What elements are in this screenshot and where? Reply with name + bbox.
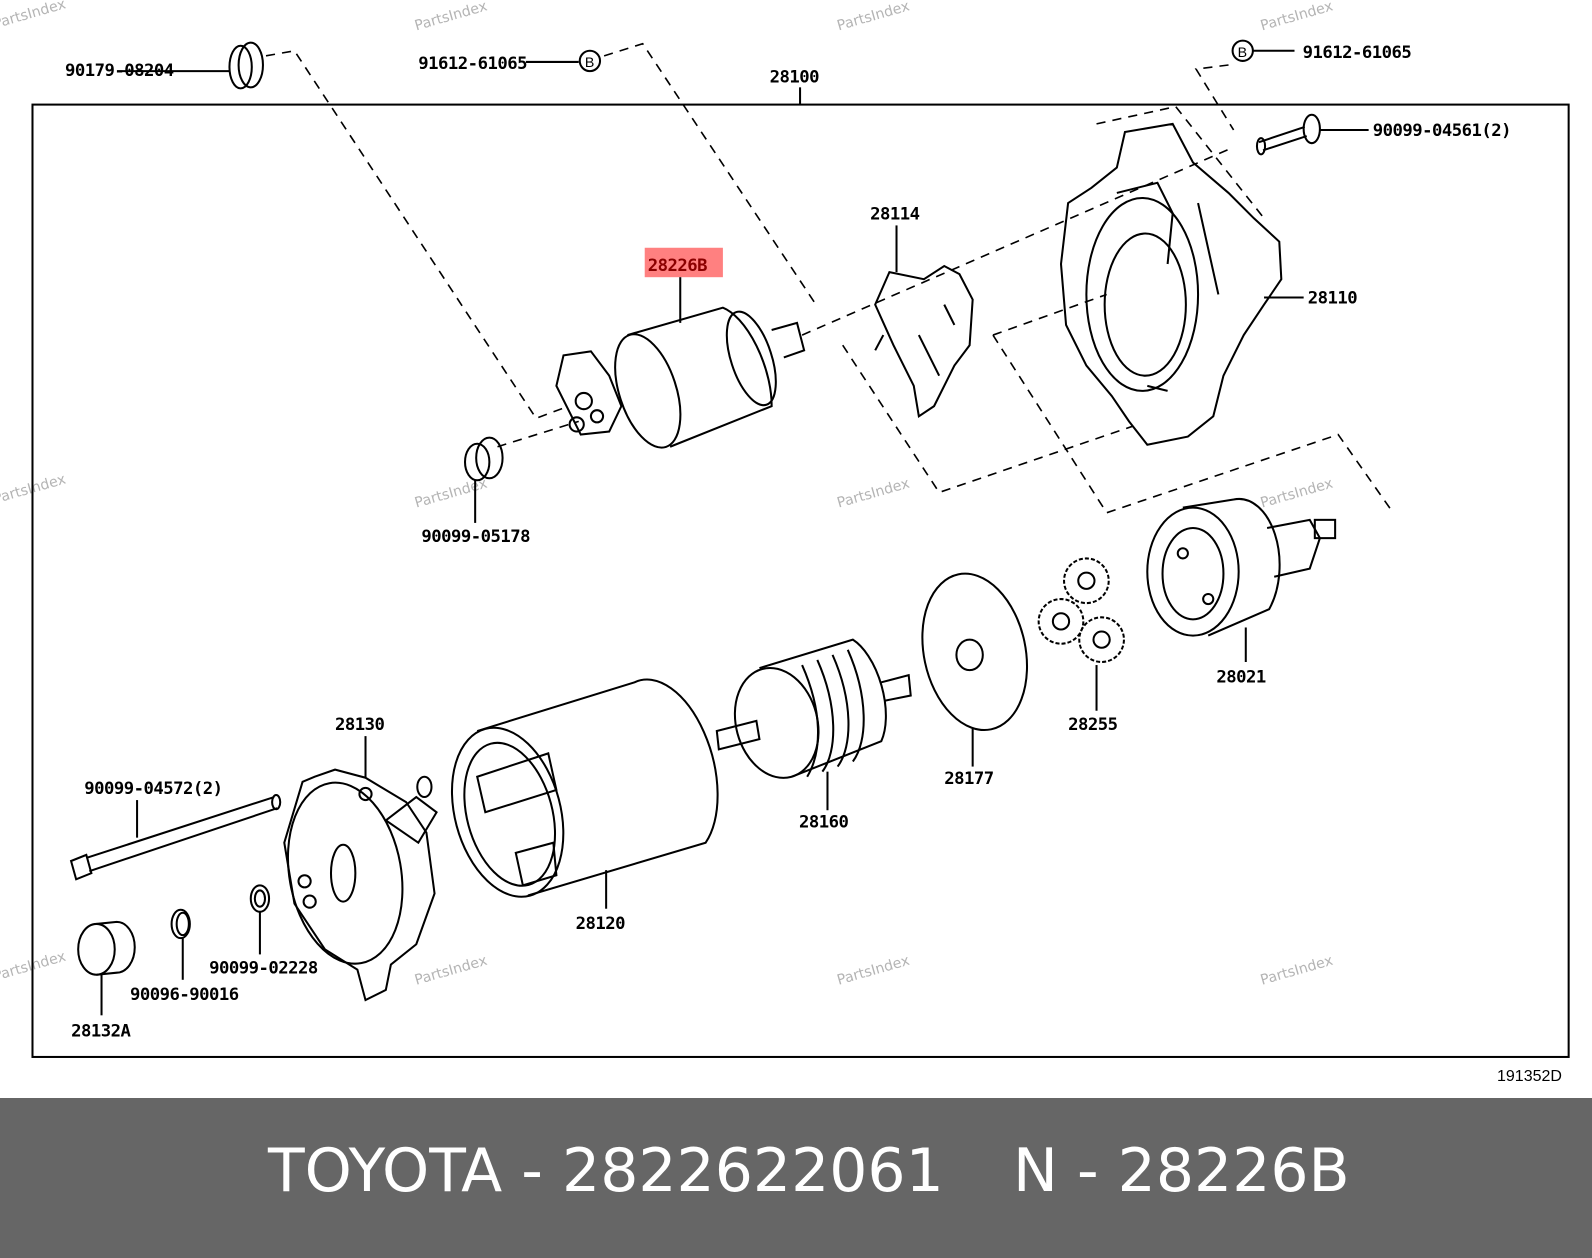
watermark: PartsIndex — [1259, 953, 1335, 989]
watermark: PartsIndex — [835, 476, 911, 512]
part-90099-02228[interactable]: 90099-02228 — [209, 884, 318, 979]
watermarks: PartsIndex PartsIndex PartsIndex PartsIn… — [0, 0, 1335, 989]
part-28120[interactable]: 28120 — [434, 678, 719, 934]
part-28255[interactable]: 28255 — [1037, 557, 1125, 735]
watermark: PartsIndex — [0, 472, 68, 508]
watermark: PartsIndex — [835, 0, 911, 34]
watermark: PartsIndex — [0, 0, 68, 32]
dashed-line — [992, 293, 1392, 514]
part-28110[interactable]: 28110 — [1059, 122, 1358, 446]
part-90099-05178[interactable]: 90099-05178 — [421, 436, 531, 548]
part-90179-08204[interactable]: 90179-08204 — [65, 41, 264, 90]
label-90099-04561[interactable]: 90099-04561(2) — [1373, 121, 1512, 141]
part-90099-04572[interactable]: 90099-04572(2) — [69, 779, 282, 881]
assembly-frame — [31, 103, 1570, 1058]
part-28177[interactable]: 28177 — [909, 564, 1041, 789]
label-90179-08204[interactable]: 90179-08204 — [65, 61, 174, 81]
part-number-text: TOYOTA - 2822622061 — [268, 1136, 944, 1206]
part-28160[interactable]: 28160 — [715, 638, 912, 833]
label-28177[interactable]: 28177 — [944, 769, 994, 789]
dashed-line — [1096, 105, 1265, 219]
label-28130[interactable]: 28130 — [335, 715, 385, 735]
watermark: PartsIndex — [413, 0, 489, 34]
watermark: PartsIndex — [1259, 476, 1335, 512]
footer-bar: TOYOTA - 2822622061 N - 28226B — [0, 1098, 1592, 1258]
dashed-line — [603, 42, 818, 308]
part-28132A[interactable]: 28132A — [71, 920, 136, 1042]
label-90099-05178[interactable]: 90099-05178 — [421, 527, 530, 547]
label-28226B[interactable]: 28226B — [648, 256, 708, 276]
watermark: PartsIndex — [835, 953, 911, 989]
watermark: PartsIndex — [413, 953, 489, 989]
label-28255[interactable]: 28255 — [1068, 715, 1118, 735]
label-28132A[interactable]: 28132A — [71, 1022, 132, 1042]
label-28114[interactable]: 28114 — [870, 204, 920, 224]
label-28160[interactable]: 28160 — [799, 812, 849, 832]
marker-b: B — [585, 55, 594, 71]
part-28114[interactable]: 28114 — [870, 204, 974, 419]
part-28226B[interactable]: 28226B — [555, 247, 806, 456]
part-91612-61065-right[interactable]: B 91612-61065 — [1231, 39, 1412, 63]
label-91612-61065-right[interactable]: 91612-61065 — [1303, 43, 1412, 63]
part-28021[interactable]: 28021 — [1146, 497, 1337, 687]
part-90096-90016[interactable]: 90096-90016 — [130, 908, 239, 1005]
part-90099-04561[interactable]: 90099-04561(2) — [1255, 113, 1512, 156]
dashed-line — [497, 420, 579, 448]
watermark: PartsIndex — [1259, 0, 1335, 34]
label-28100[interactable]: 28100 — [770, 67, 820, 87]
part-91612-61065-left[interactable]: B 91612-61065 — [418, 49, 602, 74]
label-28120[interactable]: 28120 — [576, 914, 626, 934]
label-28021[interactable]: 28021 — [1216, 667, 1266, 687]
label-90099-02228[interactable]: 90099-02228 — [209, 959, 318, 979]
part-28130[interactable]: 28130 — [274, 715, 438, 1002]
highlight-28226B — [644, 247, 723, 278]
reference-number-text: N - 28226B — [1013, 1136, 1350, 1206]
drawing-id: 191352D — [1497, 1068, 1562, 1085]
label-90099-04572[interactable]: 90099-04572(2) — [84, 779, 223, 799]
dashed-line — [842, 344, 1133, 494]
marker-b: B — [1238, 45, 1247, 61]
label-91612-61065-left[interactable]: 91612-61065 — [418, 54, 527, 74]
label-28110[interactable]: 28110 — [1308, 289, 1358, 309]
dashed-line — [265, 49, 569, 420]
dashed-line — [801, 64, 1235, 336]
watermark: PartsIndex — [0, 949, 68, 985]
label-90096-90016[interactable]: 90096-90016 — [130, 985, 239, 1005]
